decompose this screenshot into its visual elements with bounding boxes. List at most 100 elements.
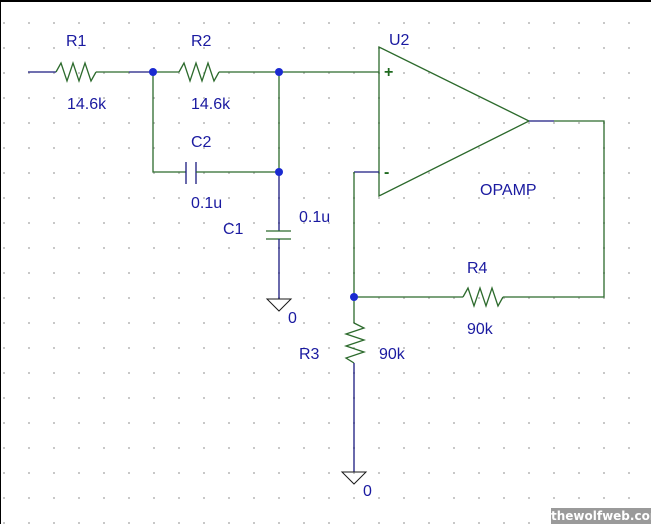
grid-dot: [478, 422, 480, 424]
grid-dot: [428, 147, 430, 149]
grid-dot: [228, 397, 230, 399]
resistor-r2[interactable]: R2 14.6k: [153, 33, 279, 113]
grid-dot: [178, 247, 180, 249]
grid-dot: [153, 122, 155, 124]
grid-dot: [328, 197, 330, 199]
grid-dot: [53, 222, 55, 224]
opamp-u2[interactable]: + - U2 OPAMP: [378, 32, 537, 199]
grid-dot: [453, 147, 455, 149]
grid-dot: [528, 447, 530, 449]
grid-dot: [428, 472, 430, 474]
c2-lead-left: [152, 72, 186, 173]
grid-dot: [28, 172, 30, 174]
grid-dot: [603, 47, 605, 49]
grid-dot: [478, 322, 480, 324]
resistor-r1[interactable]: R1 14.6k: [28, 33, 153, 113]
grid-dot: [128, 422, 130, 424]
grid-dot: [353, 97, 355, 99]
grid-dot: [203, 172, 205, 174]
grid-dot: [128, 447, 130, 449]
grid-dot: [453, 472, 455, 474]
grid-dot: [628, 322, 630, 324]
grid-dot: [403, 472, 405, 474]
grid-dot: [628, 72, 630, 74]
grid-dot: [328, 522, 330, 524]
grid-dot: [178, 22, 180, 24]
grid-dot: [128, 347, 130, 349]
grid-dot: [503, 47, 505, 49]
grid-dot: [53, 122, 55, 124]
grid-dot: [428, 247, 430, 249]
resistor-r4[interactable]: R4 90k: [354, 260, 534, 338]
grid-dot: [28, 97, 30, 99]
r2-zigzag: [178, 60, 220, 84]
grid-dot: [103, 197, 105, 199]
grid-dot: [528, 147, 530, 149]
grid-dot: [103, 397, 105, 399]
grid-dot: [403, 97, 405, 99]
grid-dot: [278, 22, 280, 24]
grid-dot: [478, 497, 480, 499]
grid-dot: [203, 472, 205, 474]
ground-icon: [340, 471, 368, 485]
grid-dot: [253, 497, 255, 499]
grid-dot: [503, 447, 505, 449]
grid-dot: [328, 372, 330, 374]
grid-dot: [603, 422, 605, 424]
grid-dot: [553, 122, 555, 124]
grid-dot: [128, 97, 130, 99]
grid-dot: [78, 172, 80, 174]
grid-dot: [53, 397, 55, 399]
grid-dot: [478, 372, 480, 374]
grid-dot: [3, 147, 5, 149]
grid-dot: [78, 197, 80, 199]
grid-dot: [628, 147, 630, 149]
grid-dot: [28, 297, 30, 299]
grid-dot: [628, 22, 630, 24]
grid-dot: [528, 22, 530, 24]
grid-dot: [203, 297, 205, 299]
grid-dot: [3, 122, 5, 124]
grid-dot: [103, 472, 105, 474]
grid-dot: [578, 272, 580, 274]
grid-dot: [578, 22, 580, 24]
grid-dot: [28, 222, 30, 224]
grid-dot: [303, 97, 305, 99]
grid-dot: [328, 47, 330, 49]
grid-dot: [378, 347, 380, 349]
grid-dot: [128, 247, 130, 249]
capacitor-c1[interactable]: C1 0.1u: [223, 172, 330, 299]
grid-dot: [503, 72, 505, 74]
grid-dot: [478, 222, 480, 224]
grid-dot: [528, 522, 530, 524]
grid-dot: [603, 397, 605, 399]
grid-dot: [578, 422, 580, 424]
grid-dot: [453, 422, 455, 424]
grid-dot: [503, 422, 505, 424]
grid-dot: [53, 272, 55, 274]
grid-dot: [3, 172, 5, 174]
grid-dot: [53, 522, 55, 524]
grid-dot: [253, 222, 255, 224]
grid-dot: [153, 422, 155, 424]
grid-dot: [503, 347, 505, 349]
capacitor-c2[interactable]: C2 0.1u: [152, 72, 279, 212]
grid-dot: [628, 447, 630, 449]
grid-dot: [128, 272, 130, 274]
grid-dot: [503, 322, 505, 324]
grid-dot: [303, 347, 305, 349]
resistor-r3[interactable]: R3 90k: [299, 297, 406, 472]
grid-dot: [628, 372, 630, 374]
grid-dot: [428, 447, 430, 449]
grid-dot: [278, 447, 280, 449]
r2-value: 14.6k: [191, 96, 231, 113]
grid-dot: [178, 522, 180, 524]
grid-dot: [553, 347, 555, 349]
grid-dot: [153, 472, 155, 474]
grid-dot: [403, 22, 405, 24]
grid-dot: [3, 222, 5, 224]
grid-dot: [128, 222, 130, 224]
watermark: thewolfweb.com: [551, 508, 651, 524]
grid-dot: [428, 497, 430, 499]
grid-dot: [53, 147, 55, 149]
